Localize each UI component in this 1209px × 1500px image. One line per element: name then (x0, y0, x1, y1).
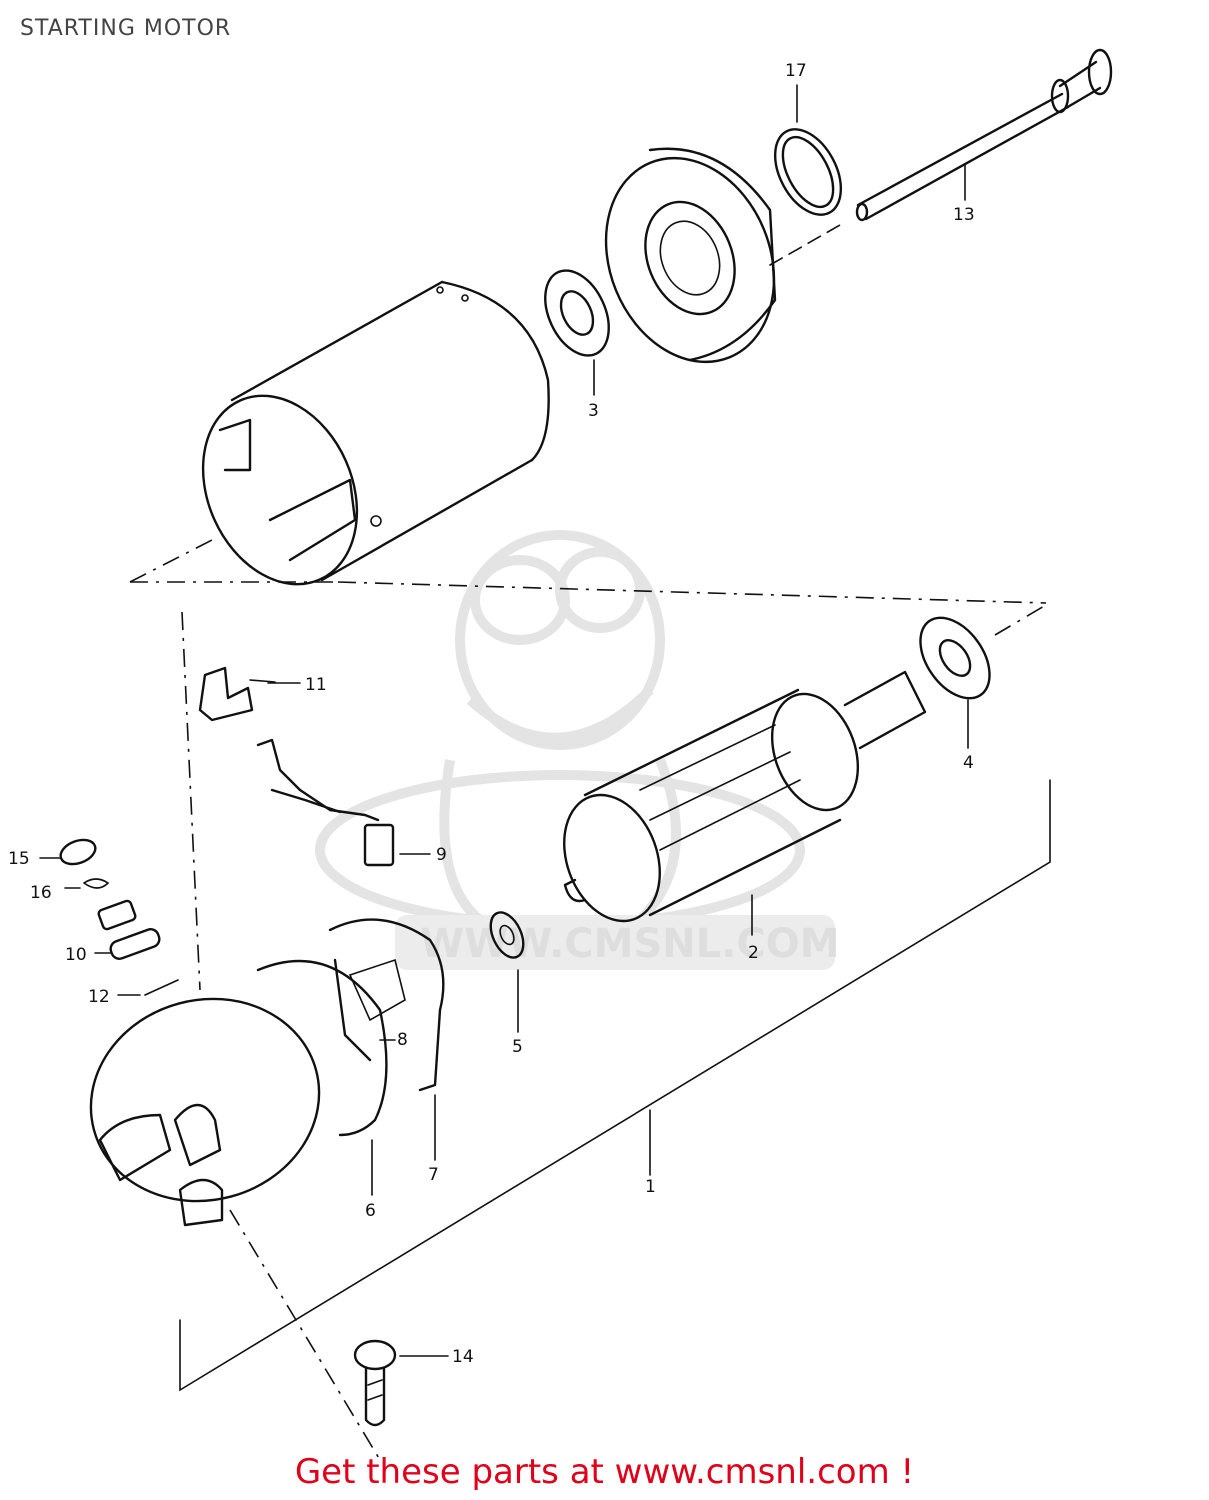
part-label-2: 2 (748, 943, 759, 963)
small-parts-group (59, 838, 179, 996)
brush-plate-part-8 (328, 918, 445, 1092)
part-label-12: 12 (88, 987, 110, 1007)
part-label-14: 14 (452, 1347, 474, 1367)
yoke-housing-part (201, 280, 550, 586)
part-label-7: 7 (428, 1165, 439, 1185)
brush-part-11 (198, 666, 276, 722)
screw-part-14 (353, 1339, 397, 1427)
cmsnl-watermark-logo: WWW.CMSNL.COM (315, 530, 840, 970)
o-ring-part (773, 128, 843, 216)
leader-lines (39, 84, 969, 1357)
part-label-3: 3 (588, 401, 599, 421)
part-label-4: 4 (963, 753, 974, 773)
housing-end-cover-part (604, 147, 841, 364)
part-label-13: 13 (953, 205, 975, 225)
part-label-1: 1 (645, 1177, 656, 1197)
part-label-11: 11 (305, 675, 327, 695)
brush-lead-part-9 (256, 738, 395, 867)
promo-link[interactable]: Get these parts at www.cmsnl.com ! (294, 1452, 915, 1492)
part-label-10: 10 (65, 945, 87, 965)
armature-part (563, 670, 927, 923)
through-bolt-part (855, 48, 1113, 222)
assembly-bracket-1 (179, 779, 1051, 1392)
part-label-9: 9 (436, 845, 447, 865)
part-label-16: 16 (30, 883, 52, 903)
part-labels: 17 13 3 11 4 9 15 16 2 10 12 8 5 7 1 6 1… (8, 61, 975, 1367)
part-label-6: 6 (365, 1201, 376, 1221)
part-label-5: 5 (512, 1037, 523, 1057)
watermark-text: WWW.CMSNL.COM (420, 921, 840, 967)
part-label-17: 17 (785, 61, 807, 81)
alignment-lines (129, 539, 1047, 1461)
washer-part-5 (489, 911, 525, 959)
part-label-15: 15 (8, 849, 30, 869)
washer-part-3 (544, 269, 610, 357)
o-ring-part-6 (256, 959, 388, 1137)
page-title: STARTING MOTOR (20, 16, 232, 41)
washer-part-4 (919, 616, 991, 700)
commutator-end-housing-part (89, 997, 321, 1227)
part-label-8: 8 (397, 1030, 408, 1050)
